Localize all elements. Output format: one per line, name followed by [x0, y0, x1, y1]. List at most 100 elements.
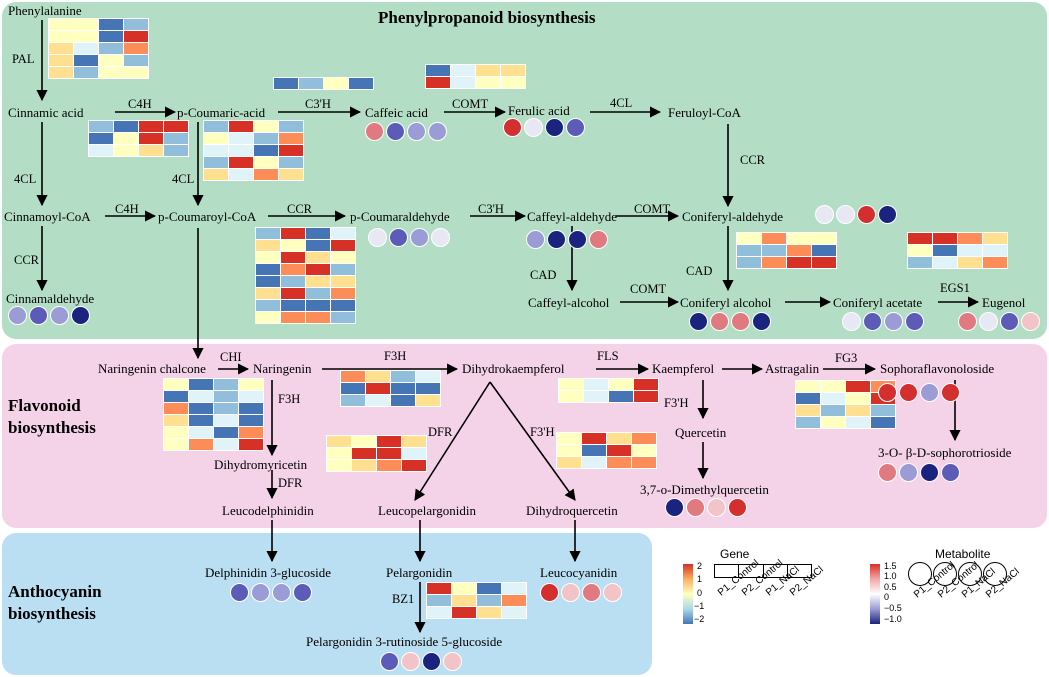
heatmap-cell: [352, 448, 376, 459]
heatmap-cell: [124, 19, 148, 30]
metabolite-circles: [842, 312, 924, 331]
metabolite-circle: [380, 652, 399, 671]
heatmap-cell: [477, 595, 501, 606]
gene-heatmap: [558, 378, 659, 403]
heatmap-cell: [239, 379, 263, 390]
metabolite-circle: [589, 230, 608, 249]
heatmap-cell: [256, 300, 280, 311]
metabolite-circle: [710, 312, 729, 331]
metabolite-kaempferol: Kaempferol: [652, 361, 715, 376]
metabolite-p-coumaraldehyde: p-Coumaraldehyde: [350, 209, 450, 224]
metabolite-dihydromyricetin: Dihydromyricetin: [214, 457, 308, 472]
anthocyanin-title-line2: biosynthesis: [8, 604, 96, 623]
metabolite-circles: [665, 498, 747, 517]
metabolite-circle: [566, 118, 585, 137]
metabolite-circle: [293, 583, 312, 602]
gene-heatmap: [48, 18, 149, 79]
enzyme-dfr: DFR: [428, 425, 453, 439]
heatmap-cell: [139, 133, 163, 144]
heatmap-cell: [306, 228, 330, 239]
heatmap-cell: [281, 288, 305, 299]
metabolite-circle: [365, 122, 384, 141]
heatmap-cell: [214, 379, 238, 390]
metabolite-circle: [50, 306, 69, 325]
metabolite-circle: [547, 230, 566, 249]
enzyme-ccr: CCR: [287, 202, 313, 216]
heatmap-cell: [366, 383, 390, 394]
heatmap-cell: [426, 77, 450, 88]
heatmap-cell: [279, 145, 303, 156]
metabolite-sophoraflavonoloside: Sophoraflavonoloside: [880, 361, 995, 376]
heatmap-cell: [189, 379, 213, 390]
metabolite-circles: [878, 463, 960, 482]
metabolite-dihydroquercetin: Dihydroquercetin: [526, 503, 618, 518]
heatmap-cell: [306, 276, 330, 287]
metabolite-feruloyl-coa: Feruloyl-CoA: [668, 105, 741, 120]
heatmap-cell: [89, 133, 113, 144]
metabolite-circle: [540, 583, 559, 602]
metabolite-circle: [526, 230, 545, 249]
heatmap-cell: [279, 121, 303, 132]
heatmap-cell: [634, 391, 658, 402]
metabolite-caffeic-acid: Caffeic acid: [365, 105, 428, 120]
metabolite-circle: [920, 463, 939, 482]
heatmap-cell: [821, 405, 845, 416]
metabolite-cinnamoyl-coa: Cinnamoyl-CoA: [4, 209, 91, 224]
gene-heatmap: [340, 370, 441, 407]
heatmap-cell: [306, 288, 330, 299]
heatmap-cell: [427, 583, 451, 594]
metabolite-coniferyl-alcohol: Coniferyl alcohol: [680, 295, 772, 310]
metabolite-circle: [941, 383, 960, 402]
metabolite-circle: [836, 205, 855, 224]
heatmap-cell: [908, 233, 932, 244]
metabolite-circle: [561, 583, 580, 602]
heatmap-cell: [821, 393, 845, 404]
metabolite-p-coumaric-acid: p-Coumaric-acid: [177, 105, 266, 120]
enzyme-4cl: 4CL: [610, 96, 633, 110]
metabolite-delphinidin-glucoside: Delphinidin 3-glucoside: [205, 565, 332, 580]
metabolite-circle: [8, 306, 27, 325]
metabolite-leucodelphinidin: Leucodelphinidin: [222, 503, 314, 518]
heatmap-cell: [391, 371, 415, 382]
metabolite-circle: [401, 652, 420, 671]
metabolite-circle: [524, 118, 543, 137]
heatmap-cell: [254, 121, 278, 132]
metabolite-circle: [410, 228, 429, 247]
heatmap-cell: [846, 417, 870, 428]
heatmap-cell: [256, 264, 280, 275]
gene-heatmap: [907, 232, 1008, 269]
heatmap-cell: [582, 457, 606, 468]
heatmap-cell: [366, 395, 390, 406]
heatmap-cell: [427, 595, 451, 606]
heatmap-cell: [377, 448, 401, 459]
heatmap-cell: [74, 55, 98, 66]
phenylpropanoid-panel: [2, 2, 1047, 339]
heatmap-cell: [737, 257, 761, 268]
enzyme-bz1: BZ1: [392, 592, 415, 606]
heatmap-cell: [164, 379, 188, 390]
metabolite-phenylalanine: Phenylalanine: [8, 3, 82, 18]
metabolite-circle: [1021, 312, 1040, 331]
metabolite-caffeyl-aldehyde: Caffeyl-aldehyde: [527, 209, 617, 224]
heatmap-cell: [352, 460, 376, 471]
metabolite-ferulic-acid: Ferulic acid: [508, 103, 570, 118]
metabolite-circle: [386, 122, 405, 141]
heatmap-cell: [49, 31, 73, 42]
heatmap-cell: [796, 381, 820, 392]
heatmap-cell: [114, 133, 138, 144]
metabolite-circle: [979, 312, 998, 331]
metabolite-circle: [878, 383, 897, 402]
gene-heatmap: [736, 232, 837, 269]
metabolite-pelargonidin: Pelargonidin: [386, 565, 453, 580]
gene-tick: −2: [694, 614, 705, 624]
metabolite-naringenin-chalcone: Naringenin chalcone: [98, 361, 206, 376]
metabolite-circle: [707, 498, 726, 517]
heatmap-cell: [391, 395, 415, 406]
metabolite-circles: [368, 228, 450, 247]
heatmap-cell: [796, 393, 820, 404]
gene-heatmap: [273, 77, 374, 90]
metabolite-pelargonidin-rutinoside: Pelargonidin 3-rutinoside 5-glucoside: [306, 634, 503, 649]
gene-legend-boxes: [714, 564, 812, 578]
metabolite-circle: [842, 312, 861, 331]
heatmap-cell: [846, 393, 870, 404]
